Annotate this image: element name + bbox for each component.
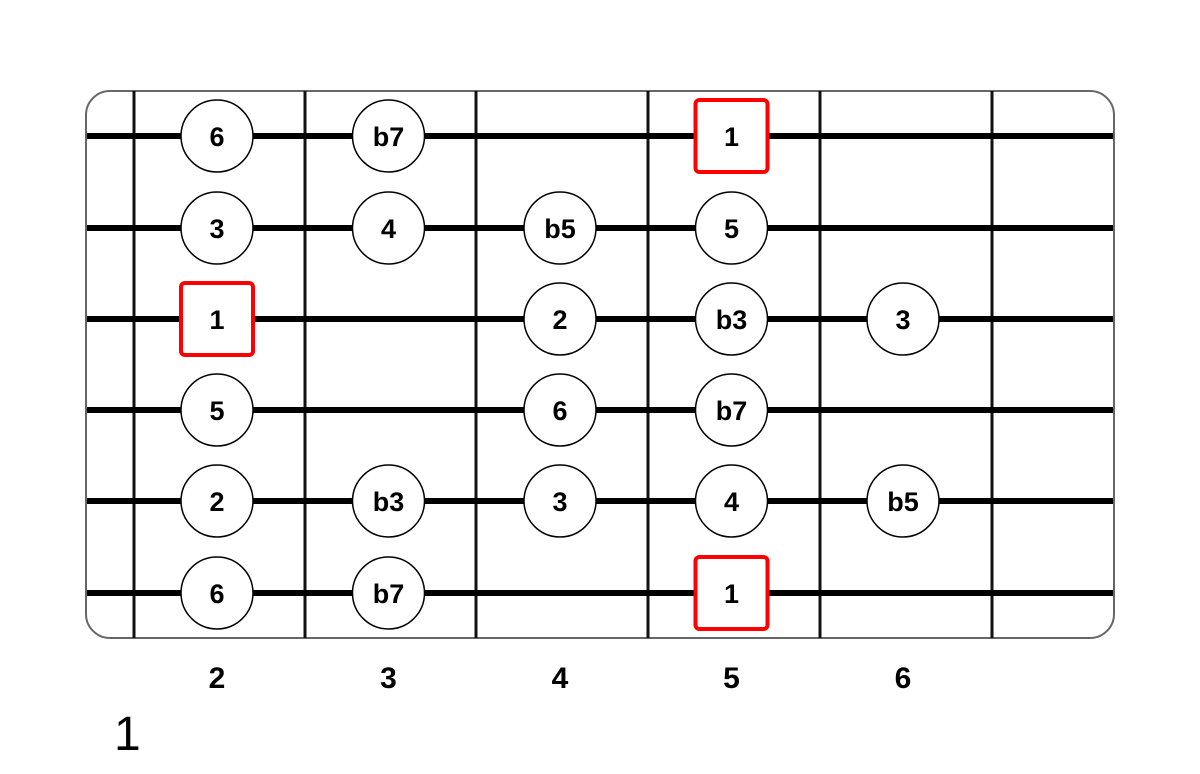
note-label: b3: [716, 305, 748, 335]
note-circle: [351, 99, 426, 173]
note-circle: [694, 373, 769, 447]
note-marker: 6: [180, 99, 254, 173]
fretboard-outline: [85, 90, 1115, 639]
note-marker: b3: [694, 282, 769, 356]
note-label: 6: [552, 396, 567, 426]
root-note-marker: 1: [179, 281, 255, 357]
note-marker: b7: [694, 373, 769, 447]
note-label: b7: [373, 122, 405, 152]
note-marker: 3: [523, 464, 597, 538]
note-label: b7: [373, 579, 405, 609]
note-marker: 6: [523, 373, 597, 447]
position-label: 1: [114, 708, 141, 761]
note-circle: [180, 191, 254, 265]
fret-number: 3: [380, 662, 397, 695]
note-circle: [694, 282, 769, 356]
note-label: b3: [373, 487, 405, 517]
note-circle: [523, 373, 597, 447]
note-label: 3: [209, 214, 224, 244]
note-circle: [866, 464, 940, 538]
note-marker: 5: [180, 373, 254, 447]
note-marker: b7: [351, 99, 426, 173]
note-circle: [351, 191, 426, 265]
note-circle: [180, 464, 254, 538]
note-marker: 3: [866, 282, 940, 356]
note-marker: 3: [180, 191, 254, 265]
note-label: 6: [209, 579, 224, 609]
note-marker: 6: [180, 556, 254, 630]
note-label: 1: [724, 579, 739, 609]
note-circle: [180, 99, 254, 173]
note-label: 2: [552, 305, 567, 335]
note-label: b5: [544, 214, 576, 244]
note-circle: [523, 282, 597, 356]
root-note-marker: 1: [693, 555, 770, 631]
note-marker: b7: [351, 556, 426, 630]
note-label: b7: [716, 396, 748, 426]
note-marker: b5: [866, 464, 940, 538]
note-circle: [694, 464, 769, 538]
note-label: 2: [209, 487, 224, 517]
note-circle: [523, 464, 597, 538]
note-marker: 2: [180, 464, 254, 538]
note-marker: 5: [694, 191, 769, 265]
note-circle: [180, 556, 254, 630]
note-circle: [866, 282, 940, 356]
note-marker: b3: [351, 464, 426, 538]
fret-number: 4: [552, 662, 569, 695]
note-label: 4: [724, 487, 739, 517]
note-marker: b5: [523, 191, 597, 265]
note-marker: 2: [523, 282, 597, 356]
note-label: 5: [209, 396, 224, 426]
note-circle: [180, 373, 254, 447]
note-label: 3: [895, 305, 910, 335]
note-circle: [523, 191, 597, 265]
note-label: 4: [381, 214, 396, 244]
root-square: [693, 98, 770, 174]
fret-number: 5: [723, 662, 740, 695]
note-label: b5: [887, 487, 919, 517]
fret-number: 2: [209, 662, 226, 695]
root-square: [179, 281, 255, 357]
note-marker: 4: [351, 191, 426, 265]
note-marker: 4: [694, 464, 769, 538]
root-note-marker: 1: [693, 98, 770, 174]
fret-number: 6: [895, 662, 912, 695]
note-label: 1: [724, 122, 739, 152]
note-circle: [351, 464, 426, 538]
note-label: 6: [209, 122, 224, 152]
note-label: 5: [724, 214, 739, 244]
note-label: 3: [552, 487, 567, 517]
note-circle: [351, 556, 426, 630]
root-square: [693, 555, 770, 631]
note-circle: [694, 191, 769, 265]
note-label: 1: [209, 305, 224, 335]
